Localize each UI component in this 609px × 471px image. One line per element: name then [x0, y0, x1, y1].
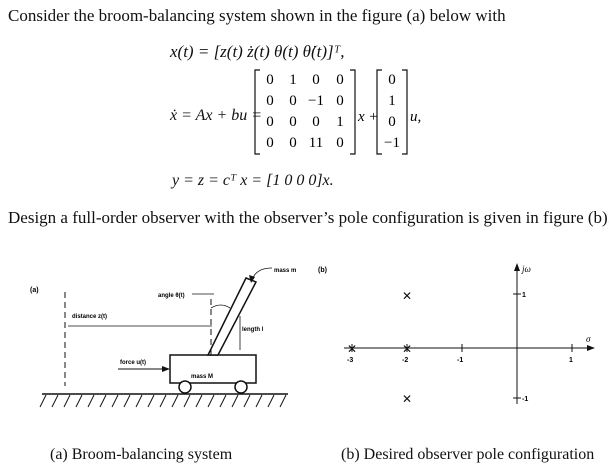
- vector-b-cell: 0: [388, 72, 396, 88]
- tick-label: -1: [522, 396, 528, 403]
- vector-b-cell: −1: [384, 135, 400, 151]
- state-equation-lhs: ẋ = Ax + bu =: [170, 107, 263, 124]
- jw-axis-label: jω: [521, 264, 531, 274]
- broom-balancing-figure: (a) distance z(t) mass M force u(t) angl…: [30, 267, 296, 408]
- task-text: Design a full-order observer with the ob…: [8, 208, 609, 227]
- figure-a-tag: (a): [30, 287, 39, 294]
- pole-configuration-figure: (b) jω σ -3 -2 -1 1 1 -1 ✕ ✕ ✕ ✕: [318, 263, 595, 406]
- tick-label: -1: [457, 357, 463, 364]
- intro-text: Consider the broom-balancing system show…: [8, 6, 506, 25]
- pole-marker: ✕: [402, 392, 412, 406]
- matrix-a-cell: 1: [289, 72, 297, 88]
- tick-label: -3: [347, 357, 353, 364]
- mass-M-label: mass M: [191, 374, 213, 380]
- matrix-a-cell: 0: [266, 72, 274, 88]
- tick-label: -2: [402, 357, 408, 364]
- matrix-a-cell: 0: [266, 114, 274, 130]
- matrix-a-cell: 0: [336, 135, 344, 151]
- pole-marker: ✕: [402, 342, 412, 356]
- matrix-a-cell: 0: [312, 72, 320, 88]
- matrix-a-cell: 0: [336, 93, 344, 109]
- mass-m-label: mass m: [274, 268, 296, 274]
- length-label: length l: [242, 327, 264, 333]
- vector-b-cell: 1: [388, 93, 396, 109]
- sigma-axis-label: σ: [586, 334, 591, 344]
- matrix-a-cell: −1: [308, 93, 324, 109]
- u-symbol: u,: [410, 109, 421, 125]
- vector-b-cell: 0: [388, 114, 396, 130]
- tick-label: 1: [569, 357, 573, 364]
- matrix-a-cell: 0: [289, 114, 297, 130]
- x-symbol: x +: [357, 109, 379, 125]
- pole-marker: ✕: [347, 342, 357, 356]
- matrix-a-cell: 0: [336, 72, 344, 88]
- state-definition: x(t) = [z(t) ż(t) θ(t) θ̇(t)]ᵀ,: [170, 42, 345, 61]
- matrix-a-cell: 0: [312, 114, 320, 130]
- distance-label: distance z(t): [72, 314, 107, 320]
- matrix-a-cell: 0: [266, 135, 274, 151]
- output-equation: y = z = cᵀ x = [1 0 0 0]x.: [172, 172, 334, 189]
- pole-marker: ✕: [402, 289, 412, 303]
- figure-b-tag: (b): [318, 267, 327, 274]
- matrix-a-cell: 0: [266, 93, 274, 109]
- force-label: force u(t): [120, 360, 146, 366]
- matrix-a-cell: 0: [289, 135, 297, 151]
- matrix-a-cell: 11: [309, 135, 323, 151]
- caption-a: (a) Broom-balancing system: [50, 446, 233, 463]
- matrix-a-cell: 0: [289, 93, 297, 109]
- caption-b: (b) Desired observer pole configuration: [341, 446, 595, 463]
- angle-label: angle θ(t): [158, 293, 185, 299]
- matrix-a-cell: 1: [336, 114, 344, 130]
- tick-label: 1: [522, 292, 526, 299]
